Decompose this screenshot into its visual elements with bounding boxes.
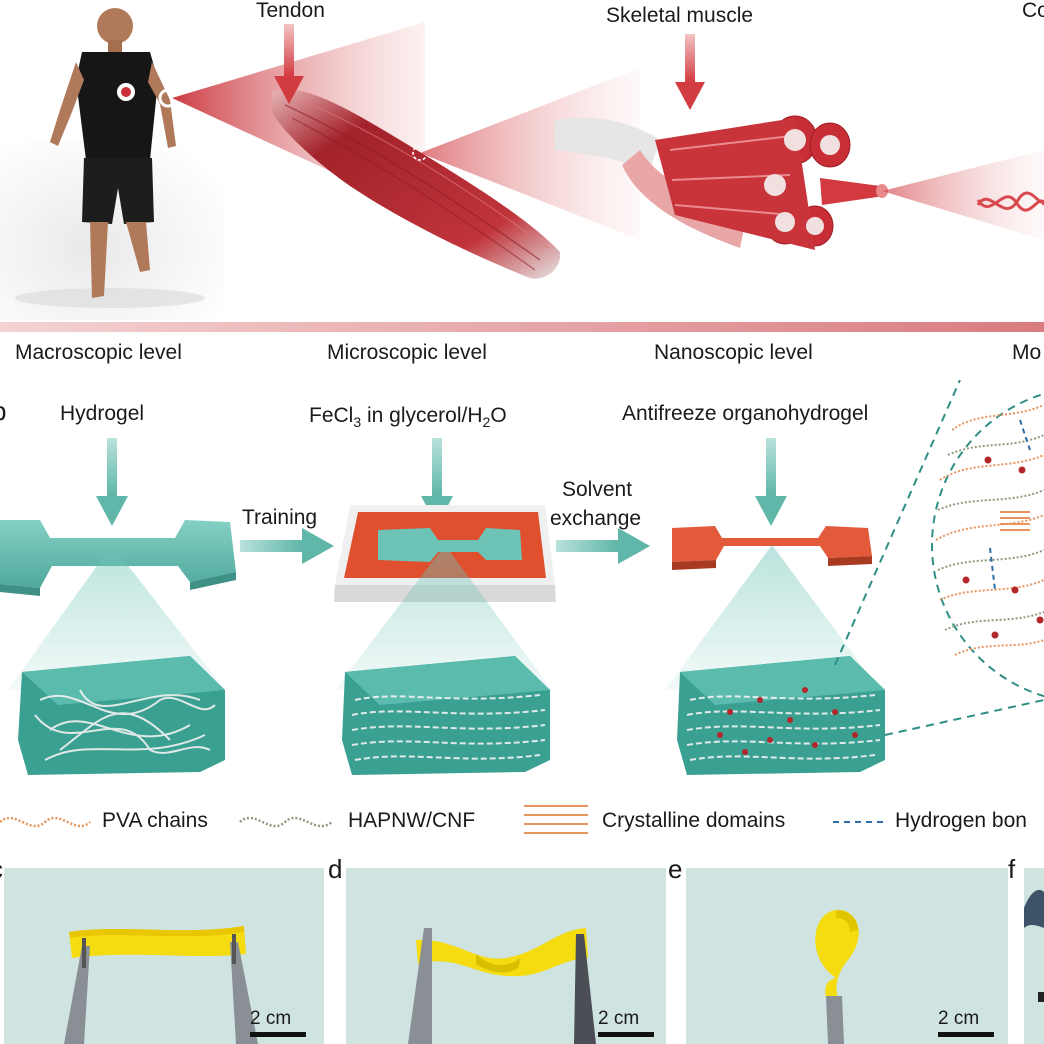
panel-letter-b: b (0, 398, 6, 424)
level-macroscopic: Macroscopic level (15, 341, 182, 364)
arrow-antifreeze-down (755, 438, 787, 526)
photo-c-artwork (64, 926, 258, 1044)
label-training: Training (242, 506, 318, 529)
legend-hbond-label: Hydrogen bon (895, 809, 1027, 832)
level-microscopic: Microscopic level (327, 341, 487, 364)
zoom-cone-2 (335, 545, 552, 690)
legend-hapnw-swatch (239, 816, 333, 828)
label-fecl3: FeCl3 in glycerol/H2O (309, 404, 507, 431)
arrow-solvent-exchange (556, 528, 650, 564)
muscle-illustration (272, 89, 561, 279)
arrow-tendon (274, 24, 304, 104)
organohydrogel-network-block (677, 656, 885, 775)
muscle-bundle-illustration (555, 115, 888, 250)
legend-crystalline-swatch (524, 805, 588, 834)
aligned-network-block (342, 656, 550, 775)
organohydrogel-dogbone (672, 526, 872, 570)
level-molecular-cut: Mo (1012, 341, 1042, 364)
legend-pva-label: PVA chains (102, 809, 208, 832)
scalebar-c: 2 cm (250, 1008, 306, 1037)
photo-e-artwork (815, 909, 859, 1044)
arrow-hydrogel-down (96, 438, 128, 526)
human-figure-illustration (0, 8, 225, 320)
photo-d-artwork (408, 928, 596, 1044)
random-network-block (18, 656, 225, 775)
zoom-beam-3 (882, 150, 1044, 240)
photo-panel-e (686, 868, 1008, 1044)
legend-crystalline-label: Crystalline domains (602, 809, 786, 832)
zoom-cone-1 (8, 545, 225, 690)
scale-gradient-bar (0, 322, 1044, 332)
photo-f-artwork (1024, 889, 1044, 1002)
zoom-beam-2 (420, 68, 640, 240)
arrow-skeletal-muscle (675, 34, 705, 110)
collagen-helix-illustration (976, 191, 1044, 212)
arrow-training (240, 528, 334, 564)
panel-letter-c: c (0, 856, 3, 882)
panel-letter-e: e (668, 854, 683, 884)
molecular-zoom-circle (834, 379, 1044, 736)
label-hydrogel: Hydrogel (60, 402, 145, 425)
label-solvent: Solvent (562, 478, 633, 501)
level-nanoscopic: Nanoscopic level (654, 341, 813, 364)
photo-panel-d (346, 868, 666, 1044)
label-tendon: Tendon (256, 0, 325, 22)
label-collagen-cut: Co (1022, 0, 1044, 22)
label-exchange: exchange (550, 507, 642, 530)
photo-panel-f (1024, 868, 1044, 1044)
legend-pva-swatch (0, 816, 91, 828)
legend-hapnw-label: HAPNW/CNF (348, 809, 476, 832)
scalebar-d: 2 cm (598, 1008, 654, 1037)
scalebar-e: 2 cm (938, 1008, 994, 1037)
panel-letter-d: d (328, 854, 343, 884)
photo-panel-c (4, 868, 324, 1044)
panel-letter-f: f (1008, 854, 1016, 884)
zoom-cone-3 (665, 545, 880, 690)
label-antifreeze-organohydrogel: Antifreeze organohydrogel (622, 402, 869, 425)
label-skeletal-muscle: Skeletal muscle (606, 4, 754, 27)
